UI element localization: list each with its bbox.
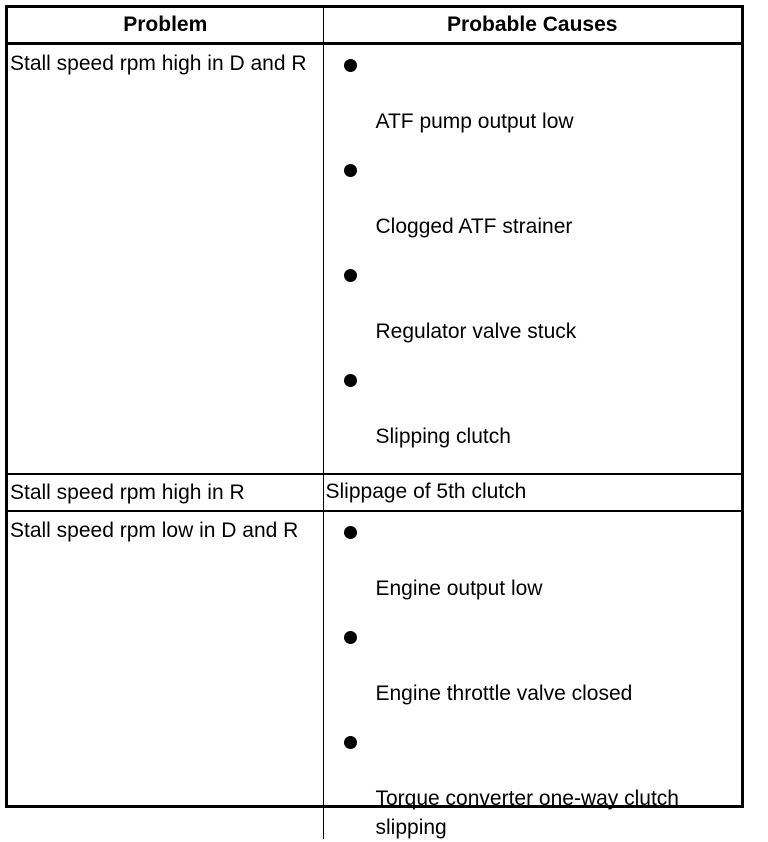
list-item: ATF pump output low	[324, 53, 742, 158]
problem-cell: Stall speed rpm low in D and R	[8, 510, 324, 839]
problem-column-header: Problem	[8, 8, 324, 45]
table-row: Stall speed rpm low in D and R Engine ou…	[8, 510, 741, 839]
list-item: Engine throttle valve closed	[324, 625, 742, 730]
causes-table-grid: Problem Probable Causes Stall speed rpm …	[8, 8, 741, 839]
cause-text: Slipping clutch	[375, 424, 511, 448]
causes-cell: ATF pump output low Clogged ATF strainer…	[323, 43, 742, 475]
table-row: Stall speed rpm high in R Slippage of 5t…	[8, 473, 741, 512]
causes-cell: Slippage of 5th clutch	[323, 473, 741, 512]
list-item: Regulator valve stuck	[324, 263, 742, 368]
problem-cell: Stall speed rpm high in R	[8, 473, 324, 512]
cause-text: ATF pump output low	[375, 109, 574, 133]
cause-text: Engine throttle valve closed	[375, 681, 633, 705]
cause-text: Clogged ATF strainer	[375, 214, 573, 238]
cause-text: Torque converter one-way clutch slipping	[375, 786, 680, 839]
table-row: Stall speed rpm high in D and R ATF pump…	[8, 43, 742, 475]
list-item: Engine output low	[324, 520, 742, 625]
cause-text: Engine output low	[375, 576, 543, 600]
causes-cell: Engine output low Engine throttle valve …	[323, 511, 741, 839]
bullet-icon	[343, 268, 357, 282]
cause-list: Engine output low Engine throttle valve …	[324, 512, 742, 839]
troubleshooting-table: Problem Probable Causes Stall speed rpm …	[5, 5, 744, 839]
list-item: Torque converter one-way clutch slipping	[324, 730, 742, 839]
bullet-icon	[343, 373, 357, 387]
probable-causes-column-header: Probable Causes	[323, 8, 741, 45]
cause-text: Regulator valve stuck	[375, 319, 577, 343]
bullet-icon	[343, 630, 357, 644]
bullet-icon	[343, 163, 357, 177]
problem-cell: Stall speed rpm high in D and R	[8, 43, 324, 475]
bullet-icon	[343, 58, 357, 72]
list-item: Slipping clutch	[324, 368, 742, 473]
cause-list: ATF pump output low Clogged ATF strainer…	[324, 45, 742, 473]
bullet-icon	[343, 525, 357, 539]
bullet-icon	[343, 735, 357, 749]
cause-text: Slippage of 5th clutch	[325, 480, 527, 503]
list-item: Clogged ATF strainer	[324, 158, 742, 263]
header-row: Problem Probable Causes	[8, 8, 741, 45]
